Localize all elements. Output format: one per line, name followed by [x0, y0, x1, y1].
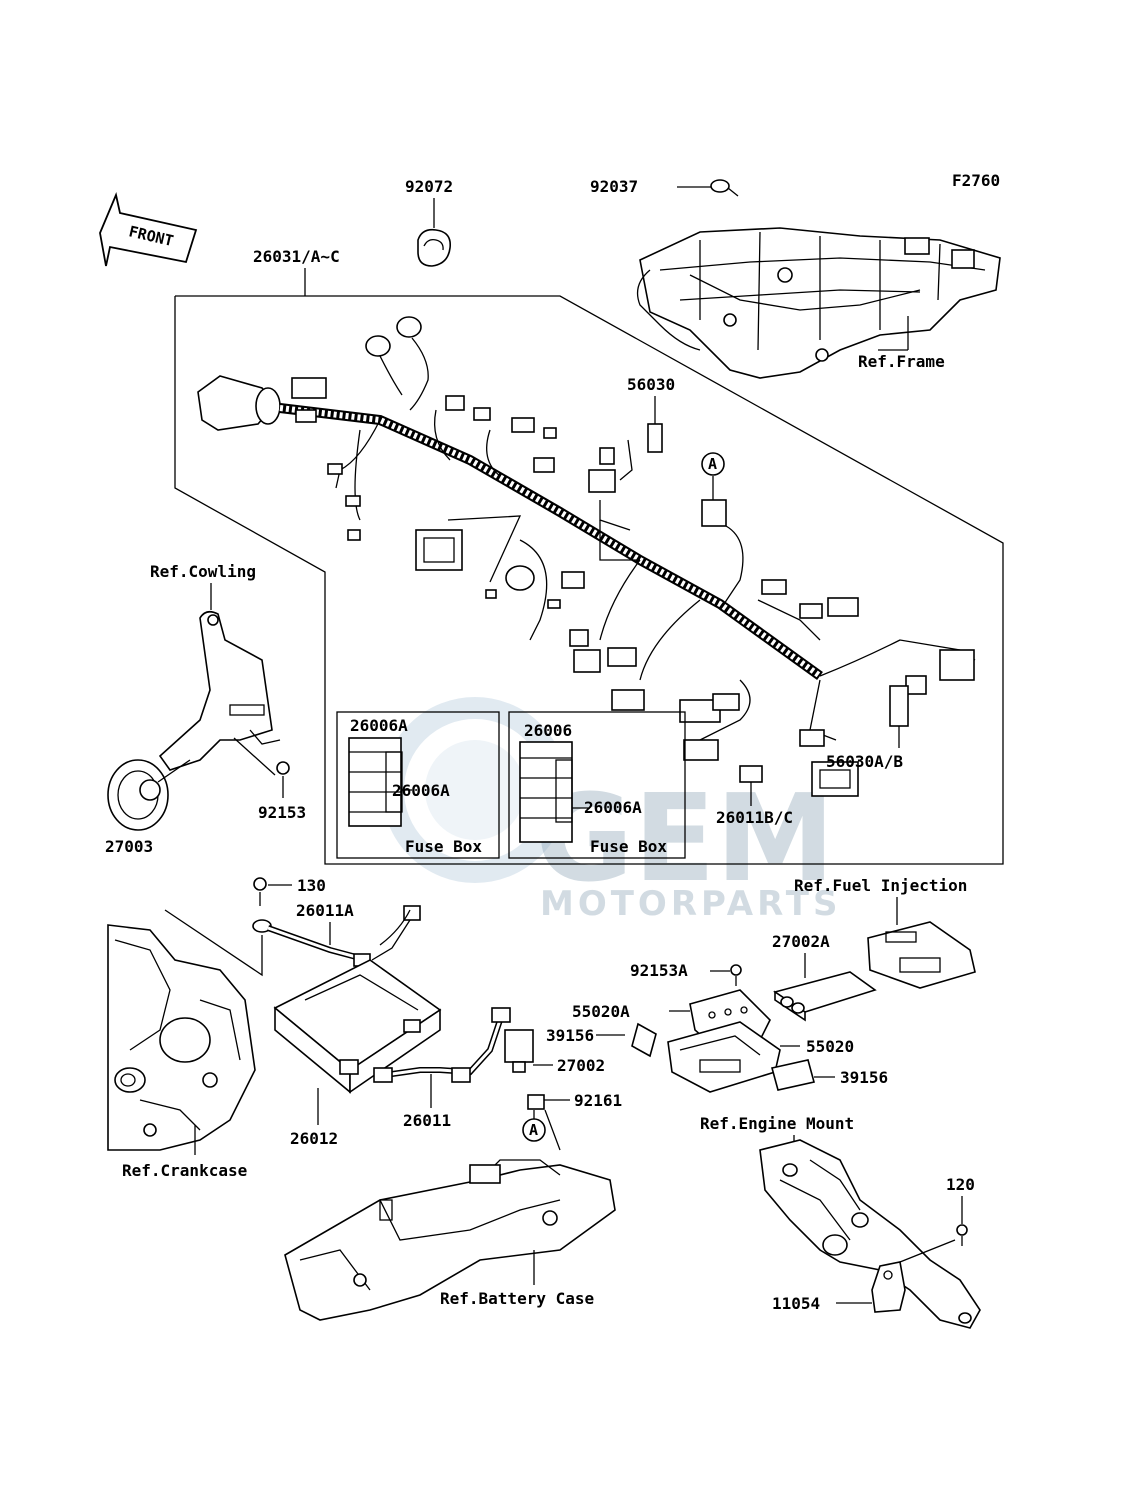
horn-bracket — [158, 610, 281, 771]
pad-39156-a — [631, 1022, 657, 1058]
fuse-box-inset-right — [508, 711, 686, 859]
connector-26011bc — [739, 765, 763, 783]
fuse-box-inset-left — [336, 711, 500, 859]
ref-cowling: Ref.Cowling — [150, 562, 256, 581]
ref-frame: Ref.Frame — [858, 352, 945, 371]
engine-mount-drawing — [759, 1139, 981, 1329]
battery-case-drawing — [284, 1159, 616, 1321]
bolt-92153 — [276, 761, 290, 775]
part-27002: 27002 — [557, 1056, 605, 1075]
part-39156-b: 39156 — [840, 1068, 888, 1087]
bolt-92153a — [730, 964, 742, 986]
part-26006a-left: 26006A — [392, 781, 450, 800]
watermark-sub: MOTORPARTS — [540, 884, 841, 924]
part-55020a: 55020A — [572, 1002, 630, 1021]
fuse-box-right-drawing — [519, 741, 573, 843]
fuse-box-label-left: Fuse Box — [405, 837, 482, 856]
part-26031: 26031/A~C — [253, 247, 340, 266]
fuel-injection-unit — [867, 921, 976, 989]
pad-39156-b — [771, 1059, 815, 1091]
part-26011bc: 26011B/C — [716, 808, 793, 827]
part-26006: 26006 — [524, 721, 572, 740]
main-wiring-harness — [197, 316, 976, 797]
fuse-box-label-right: Fuse Box — [590, 837, 667, 856]
ref-engine-mount: Ref.Engine Mount — [700, 1114, 854, 1133]
part-92153a: 92153A — [630, 961, 688, 980]
part-27002a: 27002A — [772, 932, 830, 951]
part-26006a-right: 26006A — [584, 798, 642, 817]
ref-crankcase: Ref.Crankcase — [122, 1161, 247, 1180]
label-56030ab — [889, 685, 909, 727]
bolt-120 — [956, 1224, 968, 1246]
part-92072: 92072 — [405, 177, 453, 196]
horn-27003 — [107, 759, 191, 831]
part-11054: 11054 — [772, 1294, 820, 1313]
part-92161: 92161 — [574, 1091, 622, 1110]
label-56030 — [647, 423, 663, 453]
callout-a-harness-label: A — [708, 455, 717, 473]
part-56030ab: 56030A/B — [826, 752, 903, 771]
clip-92161 — [527, 1094, 545, 1110]
part-26011: 26011 — [403, 1111, 451, 1130]
part-26006a-top: 26006A — [350, 716, 408, 735]
callout-a-battery-label: A — [529, 1121, 538, 1139]
frame-drawing — [636, 227, 1001, 379]
diagram-code: F2760 — [952, 171, 1000, 190]
part-92153: 92153 — [258, 803, 306, 822]
part-130: 130 — [297, 876, 326, 895]
front-arrow-icon: FRONT — [99, 192, 198, 267]
callout-a-harness — [701, 452, 725, 476]
part-56030: 56030 — [627, 375, 675, 394]
part-120: 120 — [946, 1175, 975, 1194]
battery-cable-26011a — [252, 905, 421, 967]
fuse-box-left-drawing — [348, 737, 403, 827]
relay-27002 — [504, 1029, 534, 1073]
part-92037: 92037 — [590, 177, 638, 196]
part-26011a: 26011A — [296, 901, 354, 920]
ref-battery-case: Ref.Battery Case — [440, 1289, 594, 1308]
crankcase-drawing — [107, 924, 256, 1151]
bracket-11054 — [871, 1261, 906, 1313]
clip-92037 — [710, 179, 739, 197]
part-26012: 26012 — [290, 1129, 338, 1148]
part-55020: 55020 — [806, 1037, 854, 1056]
part-27003: 27003 — [105, 837, 153, 856]
ecu-27002a — [773, 971, 877, 1022]
battery-26012 — [273, 959, 442, 1094]
harness-group-frame — [174, 295, 1004, 865]
crankcase-leader — [164, 909, 263, 977]
part-39156-a: 39156 — [546, 1026, 594, 1045]
bolt-130 — [253, 877, 267, 906]
cable-26011 — [373, 1007, 511, 1083]
ref-fuel-injection: Ref.Fuel Injection — [794, 876, 967, 895]
clamp-92072 — [417, 228, 452, 267]
